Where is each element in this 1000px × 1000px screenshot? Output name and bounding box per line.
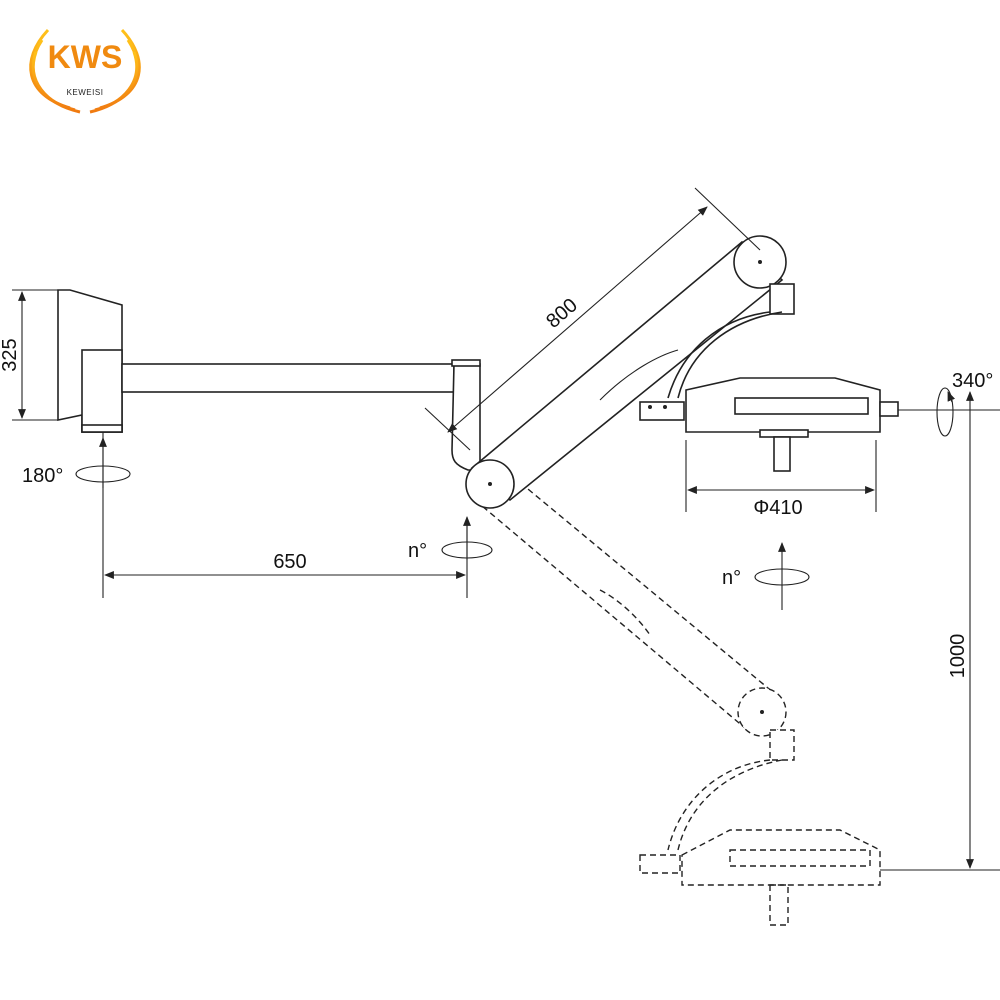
horizontal-arm <box>121 359 481 471</box>
kws-logo: KWS KEWEISI <box>29 28 141 114</box>
logo-subtitle: KEWEISI <box>67 88 104 97</box>
label-180: 180° <box>22 465 63 487</box>
spring-arm <box>465 235 795 509</box>
label-diameter: Φ410 <box>753 497 802 519</box>
wall-mount <box>57 289 123 433</box>
rotation-indicators <box>75 387 955 610</box>
dimension-lines <box>12 187 1000 871</box>
label-1000: 1000 <box>947 634 969 679</box>
logo-brand: KWS <box>48 39 123 75</box>
label-650: 650 <box>273 551 306 573</box>
label-arm-rotation: n° <box>408 540 427 562</box>
label-325: 325 <box>0 338 21 371</box>
label-800: 800 <box>542 294 582 332</box>
label-340: 340° <box>952 370 993 392</box>
lowered-arm-position <box>474 469 881 926</box>
label-head-rotation: n° <box>722 567 741 589</box>
